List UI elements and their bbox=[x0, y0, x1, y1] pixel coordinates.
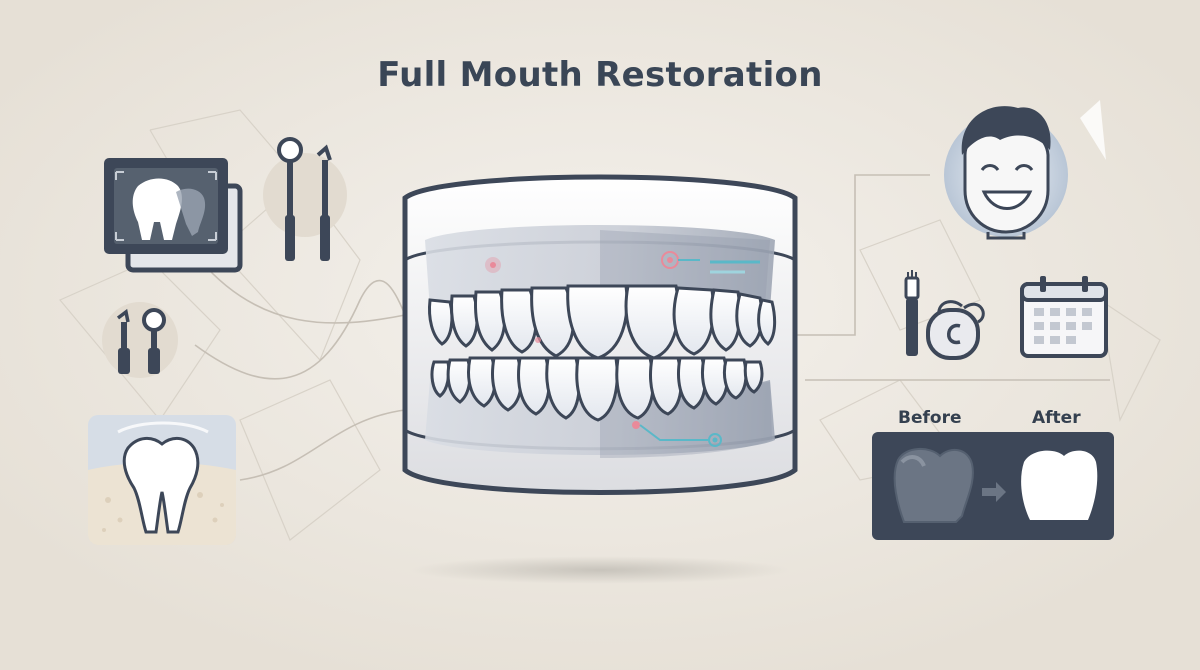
smiling-patient-icon bbox=[944, 100, 1106, 240]
model-shadow bbox=[410, 556, 790, 584]
page-title: Full Mouth Restoration bbox=[377, 55, 823, 95]
dental-tools-icon bbox=[102, 302, 178, 378]
before-label: Before bbox=[898, 408, 962, 428]
tooth-root-icon bbox=[88, 415, 236, 545]
after-label: After bbox=[1032, 408, 1081, 428]
calendar-icon bbox=[1020, 276, 1108, 358]
denture-model bbox=[402, 174, 798, 584]
dental-mirror-probe-icon bbox=[263, 137, 347, 261]
before-after-icon bbox=[872, 432, 1114, 540]
highlight-markers bbox=[485, 251, 760, 447]
upper-teeth bbox=[428, 284, 777, 360]
connector-lines bbox=[194, 174, 1110, 481]
lower-teeth bbox=[430, 356, 764, 422]
toothbrush-floss-icon bbox=[904, 270, 985, 360]
xray-tooth-icon bbox=[104, 158, 243, 273]
